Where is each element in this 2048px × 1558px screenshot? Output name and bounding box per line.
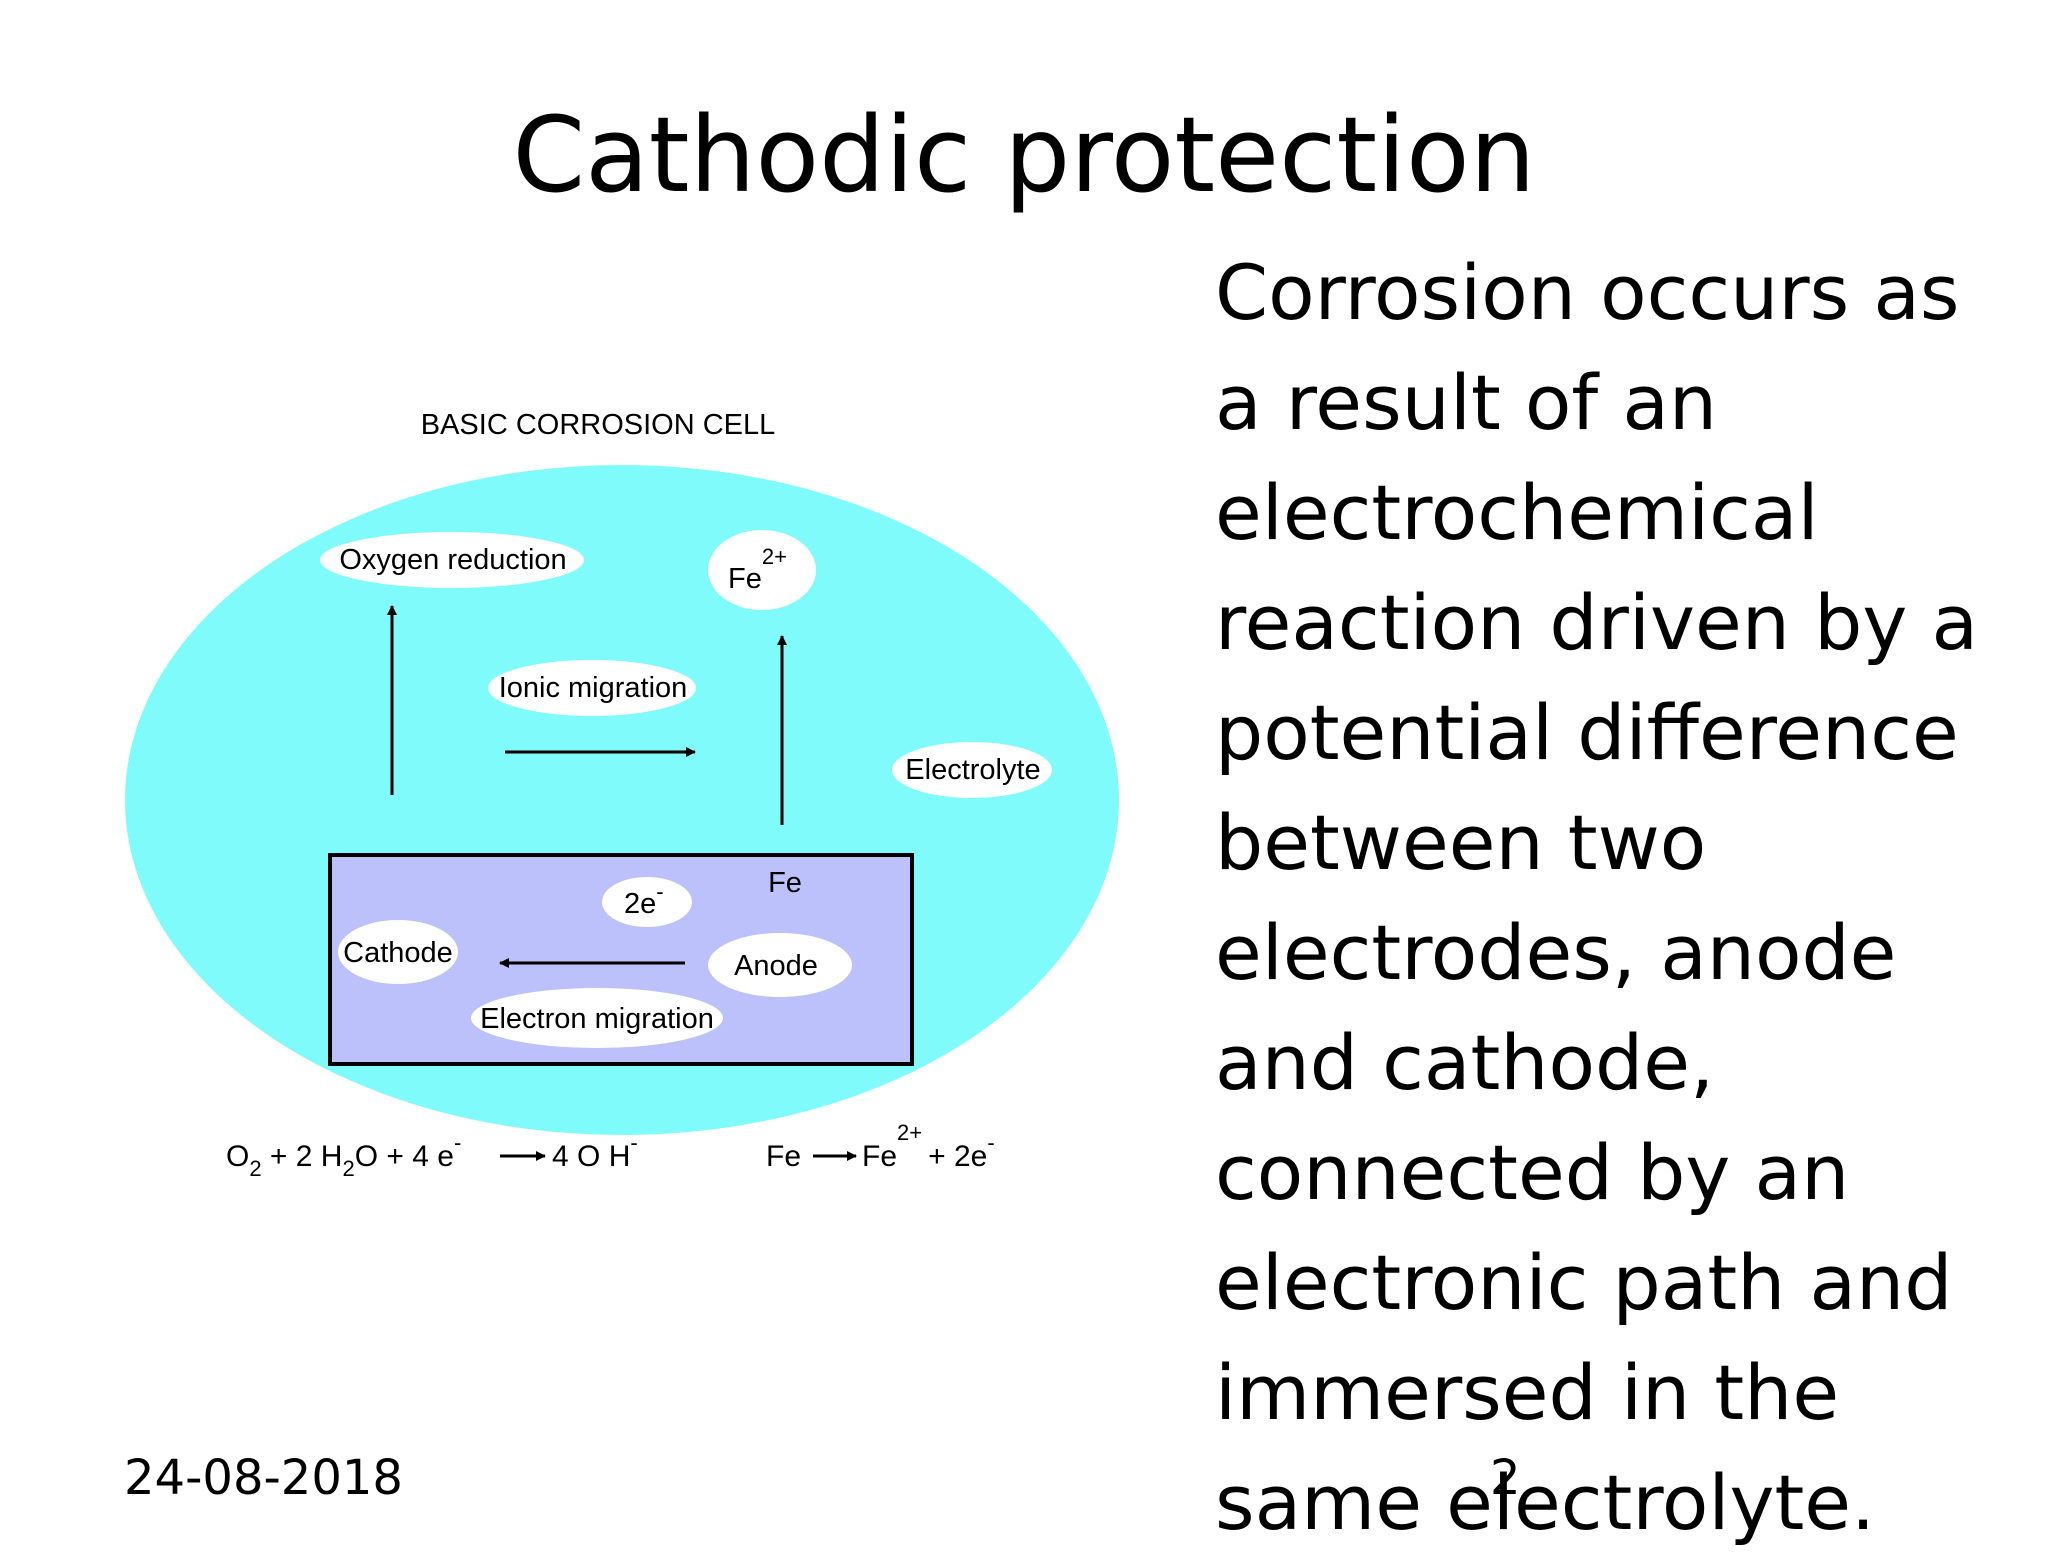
body-line: electrochemical (1215, 468, 1819, 557)
body-line: connected by an (1215, 1128, 1850, 1217)
body-line: and cathode, (1215, 1018, 1715, 1107)
metal-fe-label: Fe (768, 867, 802, 899)
body-line: potential difference (1215, 688, 1959, 777)
body-line: same electrolyte. (1215, 1458, 1876, 1547)
oxygen-reduction-bubble (320, 532, 584, 588)
cathode-equation-product: 4 O H- (552, 1130, 638, 1173)
anode-equation-reactant: Fe (766, 1140, 801, 1173)
fe-ion-bubble (708, 530, 816, 610)
anode-equation-product: Fe2++ 2e- (862, 1120, 995, 1173)
ionic-migration-bubble (488, 660, 696, 716)
slide-date: 24-08-2018 (124, 1450, 403, 1506)
electron-migration-bubble (471, 988, 723, 1048)
body-line: Corrosion occurs as (1215, 248, 1960, 337)
diagram-title: BASIC CORROSION CELL (421, 409, 776, 441)
slide-number: 2 (1490, 1450, 1521, 1506)
ionic-migration-label: Ionic migration (499, 672, 688, 704)
anode-bubble (708, 933, 852, 997)
body-line: reaction driven by a (1215, 578, 1979, 667)
cathode-equation: O2 + 2 H2O + 4 e- (226, 1130, 461, 1181)
cathode-bubble (338, 920, 458, 984)
body-line: between two (1215, 798, 1707, 887)
body-line: immersed in the (1215, 1348, 1840, 1437)
body-line: a result of an (1215, 358, 1718, 447)
electrolyte-bubble (892, 742, 1052, 798)
electron-migration-label: Electron migration (480, 1003, 714, 1035)
slide-title: Cathodic protection (512, 94, 1536, 216)
body-line: electrodes, anode (1215, 908, 1897, 997)
body-line: electronic path and (1215, 1238, 1953, 1327)
oxygen-reduction-label: Oxygen reduction (339, 544, 566, 576)
slide-body-text: Corrosion occurs as a result of an elect… (1215, 238, 2045, 1558)
electrolyte-label: Electrolyte (905, 754, 1040, 786)
cathode-label: Cathode (343, 937, 453, 969)
two-electron-bubble (602, 877, 692, 927)
fe-ion-label: Fe2+ (728, 544, 787, 595)
anode-label: Anode (734, 950, 818, 982)
two-electron-label: 2e- (624, 879, 664, 920)
